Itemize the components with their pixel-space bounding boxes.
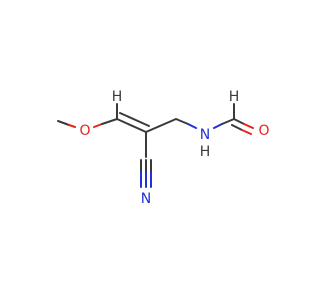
bond-carbonyl-double-2 bbox=[231, 124, 243, 131]
carbonyl-oxygen-label: O bbox=[258, 123, 269, 139]
bonds bbox=[57, 103, 254, 188]
bond-oxygen-vinyl-o-half bbox=[93, 123, 103, 128]
bond-carbonyl-double-1 bbox=[233, 118, 245, 125]
bond-vinyl-double-2 bbox=[119, 112, 150, 127]
amide-hydrogen-label: H bbox=[200, 144, 211, 160]
bond-methyl-oxygen-o-half bbox=[68, 124, 76, 128]
bond-vinyl-double-1 bbox=[116, 118, 147, 133]
nitrile-nitrogen-label: N bbox=[141, 191, 151, 207]
amide-nitrogen-label: N bbox=[200, 127, 210, 143]
bond-amide-nitrogen-formyl bbox=[221, 118, 235, 125]
bond-carbonyl-double-1-o-half bbox=[243, 123, 254, 129]
bond-methyl-oxygen bbox=[57, 120, 70, 126]
bond-carbonyl-double-2-o-half bbox=[241, 129, 252, 135]
atom-labels: O H N N H H O bbox=[79, 89, 269, 207]
methoxy-oxygen-label: O bbox=[79, 123, 90, 139]
vinyl-hydrogen-label: H bbox=[112, 89, 123, 105]
bond-methylene-amide-nitrogen-n-half bbox=[187, 123, 197, 129]
bond-amide-nitrogen-formyl-n-half bbox=[213, 123, 223, 129]
bond-alkene-methylene bbox=[145, 118, 177, 133]
bond-oxygen-vinyl bbox=[101, 118, 118, 125]
bond-methylene-amide-nitrogen bbox=[175, 118, 189, 125]
molecule-structure-diagram: O H N N H H O bbox=[57, 89, 270, 207]
aldehyde-hydrogen-label: H bbox=[229, 89, 240, 105]
